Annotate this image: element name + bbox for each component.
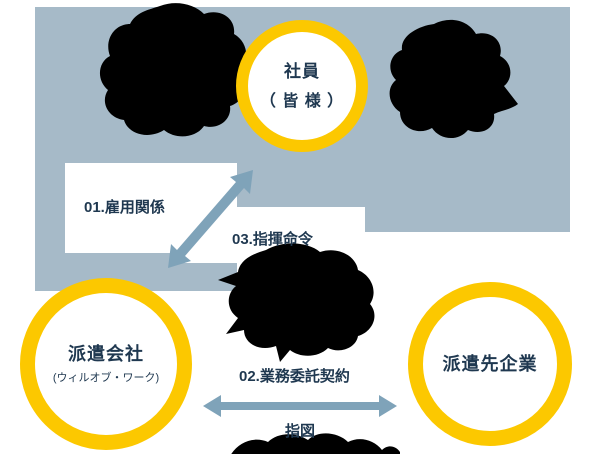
command-relation-label: 03.指揮命令 (232, 231, 313, 248)
employment-relation-label: 01.雇用関係 (84, 199, 165, 216)
blob-shape-middle (218, 243, 375, 362)
arrow-outsourcing-contract (203, 395, 397, 417)
blob-shape-top-right (389, 19, 518, 139)
agency-sublabel: (ウィルオブ・ワーク) (52, 372, 160, 385)
blob-shape-bottom (231, 433, 400, 454)
agency-label: 派遣会社 (68, 343, 144, 364)
client-label: 派遣先企業 (442, 353, 538, 374)
arrow-employment-command (168, 170, 253, 268)
outsourcing-contract-label: 02.業務委託契約 (239, 368, 350, 385)
employee-label: 社員 (284, 62, 320, 82)
employee-node: 社員 （ 皆 様 ） (236, 20, 368, 152)
instruction-label: 指図 (284, 423, 315, 440)
employee-sublabel: （ 皆 様 ） (259, 92, 345, 110)
blob-shape-top-left (99, 3, 247, 137)
